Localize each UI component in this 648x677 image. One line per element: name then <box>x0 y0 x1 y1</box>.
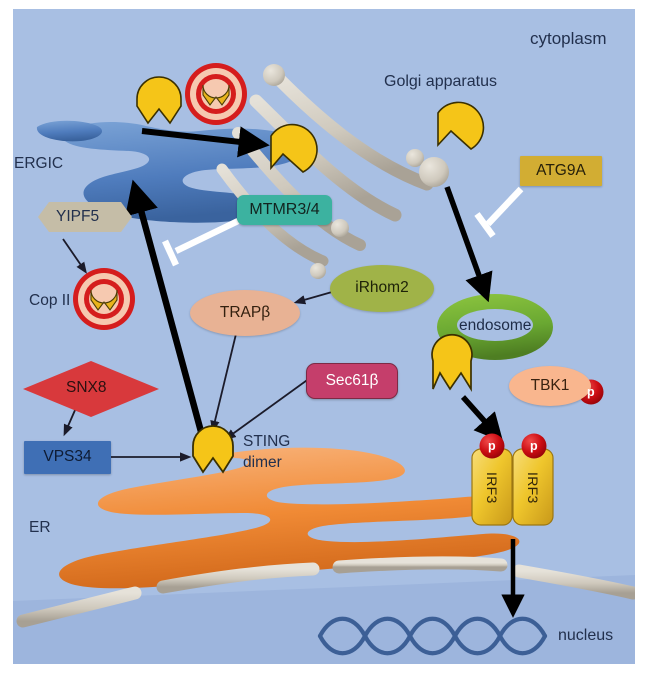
dna-helix <box>317 616 548 656</box>
phospho-irf3-right-label: p <box>530 439 538 453</box>
node-yipf5[interactable] <box>38 202 132 232</box>
node-tbk1-label: TBK1 <box>530 376 570 394</box>
label-er: ER <box>29 519 51 536</box>
node-snx8-label: SNX8 <box>66 379 107 396</box>
phospho-irf3-left <box>479 433 505 459</box>
edge-endosome-to-irf3 <box>460 395 504 443</box>
node-mtmr34[interactable]: MTMR3/4 <box>237 195 332 225</box>
label-endosome: endosome <box>459 317 532 334</box>
golgi-vesicles <box>263 64 449 279</box>
sting-dimer-ergic-exit <box>270 123 318 173</box>
label-sting-dimer-line2: dimer <box>243 454 282 471</box>
sting-dimer-er <box>192 425 234 474</box>
nuclear-membrane <box>16 556 635 628</box>
label-golgi: Golgi apparatus <box>384 73 497 90</box>
node-atg9a[interactable]: ATG9A <box>520 156 602 186</box>
node-atg9a-label: ATG9A <box>536 161 586 179</box>
label-sting-dimer-line1: STING <box>243 433 291 450</box>
node-sec61b-label: Sec61β <box>325 371 379 389</box>
phospho-tbk1-label: p <box>587 385 595 399</box>
cell-panel: MTMR3/4 ATG9A iRhom2 TRAPβ Sec61β YIPF5 … <box>13 9 635 664</box>
node-yipf5-label: YIPF5 <box>56 208 100 225</box>
edge-er-to-ergic <box>125 179 207 440</box>
node-irf3-right-label: IRF3 <box>525 472 541 504</box>
node-vps34-label: VPS34 <box>43 448 92 466</box>
label-nucleus: nucleus <box>558 627 614 644</box>
node-trapb[interactable]: TRAPβ <box>190 290 300 336</box>
node-irhom2[interactable]: iRhom2 <box>330 265 434 312</box>
organelle-layer <box>13 64 635 664</box>
edge-ergic-to-golgi <box>141 126 270 158</box>
label-cytoplasm: cytoplasm <box>530 29 607 48</box>
copii-vesicle-upper <box>185 63 247 125</box>
edge-sec61b-to-sting-dimer <box>224 377 311 441</box>
edge-layer <box>23 63 604 618</box>
node-trapb-label: TRAPβ <box>219 303 271 321</box>
sting-dimer-endosome <box>431 333 473 392</box>
phospho-irf3-right <box>521 433 547 459</box>
copii-vesicle-lower <box>73 268 135 330</box>
node-sec61b[interactable]: Sec61β <box>306 363 398 399</box>
label-ergic: ERGIC <box>14 155 64 172</box>
edge-yipf5-to-cop2 <box>62 238 87 274</box>
edge-trapb-to-sting-dimer <box>210 333 237 433</box>
sting-dimer-golgi <box>437 101 485 150</box>
node-tbk1[interactable]: TBK1 <box>509 366 591 406</box>
er-organelle <box>59 447 520 589</box>
node-mtmr34-label: MTMR3/4 <box>249 200 320 218</box>
edge-mtmr34-inhibits-ergic-transport <box>162 218 240 267</box>
node-irf3-left-label: IRF3 <box>484 472 500 504</box>
phospho-irf3-left-label: p <box>488 439 496 453</box>
node-irhom2-label: iRhom2 <box>355 279 409 297</box>
edge-atg9a-inhibits-golgi-endosome-transport <box>474 186 524 238</box>
sting-dimer-ergic <box>136 76 182 125</box>
edge-golgi-to-endosome <box>444 186 493 303</box>
edge-irhom2-to-trapb <box>293 291 333 305</box>
node-vps34[interactable]: VPS34 <box>24 441 111 474</box>
label-cop2: Cop II <box>29 292 71 309</box>
node-snx8[interactable] <box>23 361 159 417</box>
nucleus-region <box>13 575 635 664</box>
